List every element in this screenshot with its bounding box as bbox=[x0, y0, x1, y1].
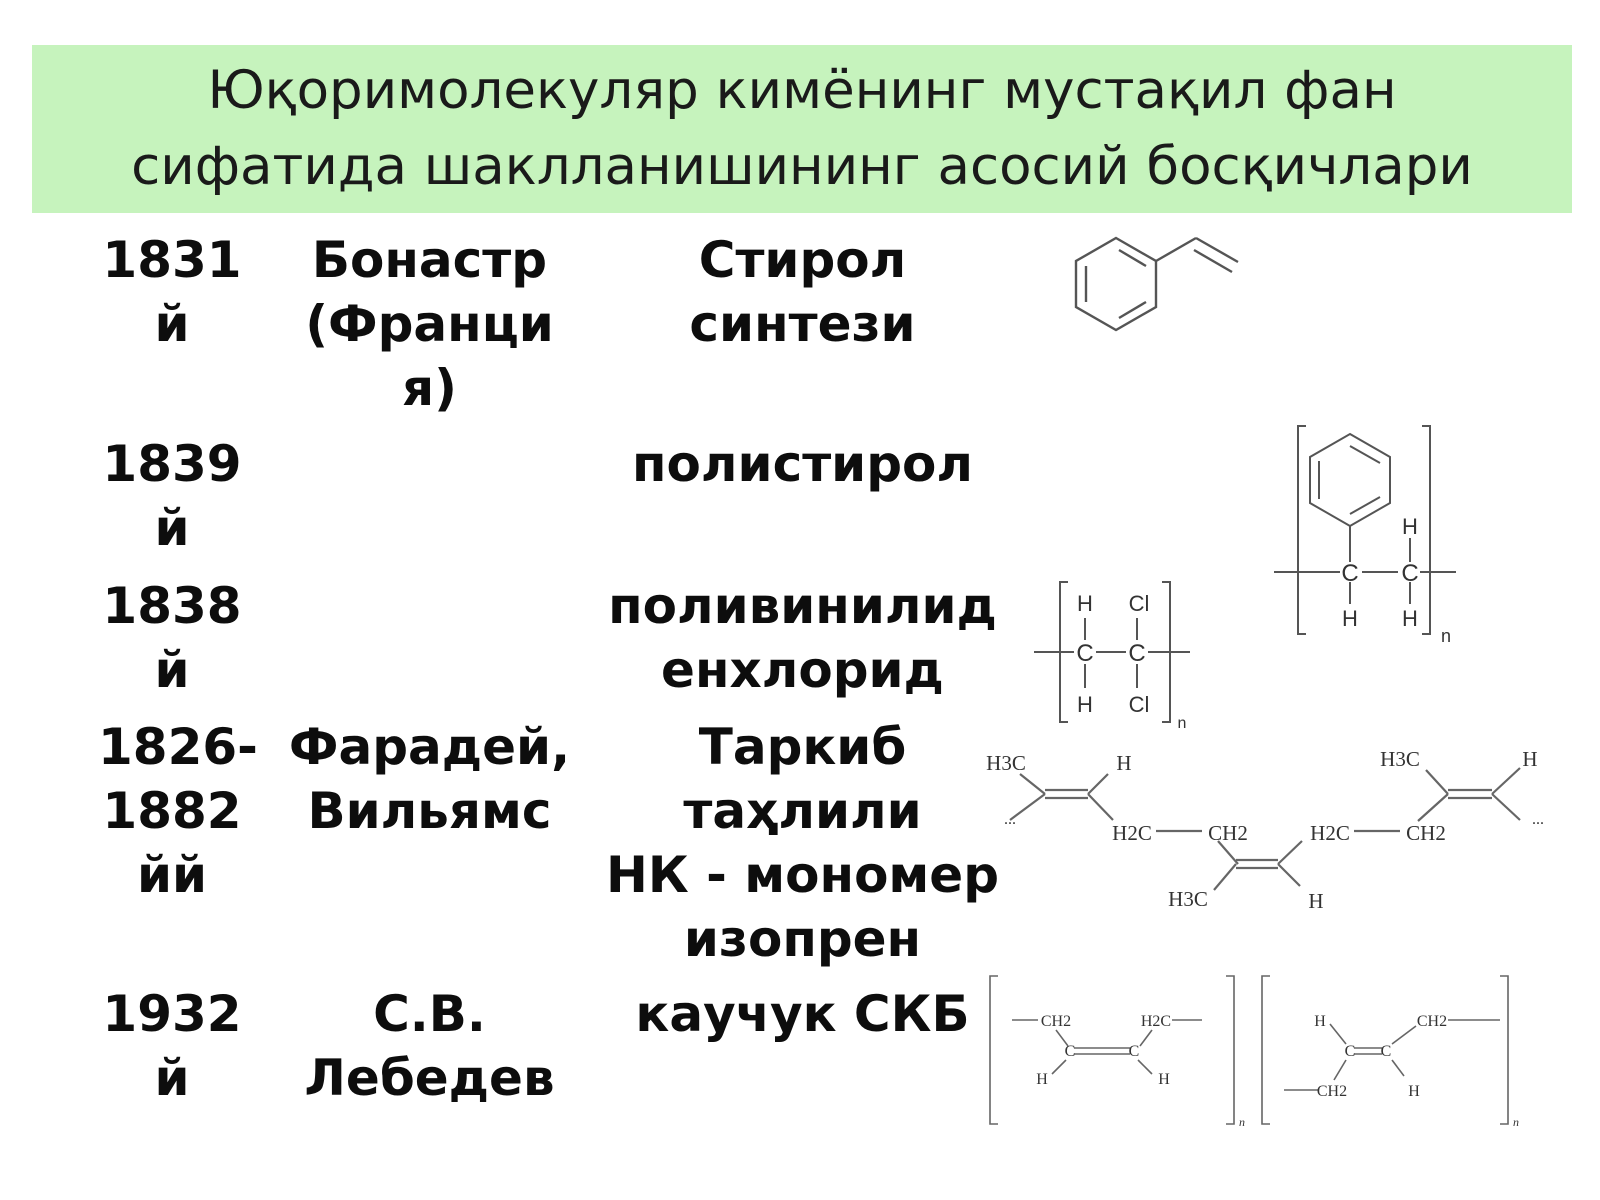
skb-n-2: n bbox=[1513, 1115, 1519, 1129]
chain-h3c-1: H3C bbox=[986, 751, 1026, 775]
pvdc-n: n bbox=[1178, 715, 1187, 732]
skb-h-1: H bbox=[1036, 1071, 1048, 1088]
row-5-person-line: С.В. bbox=[373, 985, 486, 1043]
title-line-1: Юқоримолекуляр кимёнинг мустақил фан bbox=[207, 60, 1397, 121]
polyisoprene-chain-structure: ... H3C H H2C CH2 H3C H H2C CH2 H3C H ..… bbox=[986, 747, 1544, 913]
row-1-year-line: й bbox=[154, 295, 190, 353]
row-1-person-line: Бонастр bbox=[311, 231, 548, 289]
row-4-year: 1826- 1882 йй bbox=[98, 715, 258, 907]
row-1-event-line: Стирол bbox=[698, 231, 907, 289]
chain-h3c-3: H3C bbox=[1380, 747, 1420, 771]
chain-ellipsis-left: ... bbox=[1004, 811, 1016, 828]
row-3-year-line: 1838 bbox=[102, 577, 242, 635]
pvdc-c1: C bbox=[1076, 640, 1093, 667]
row-4-person-line: Вильямс bbox=[307, 782, 552, 840]
skb-h-3: H bbox=[1314, 1013, 1326, 1030]
row-3-year-line: й bbox=[154, 641, 190, 699]
row-1-person-line: (Франци bbox=[305, 295, 554, 353]
skb-ch2-2: CH2 bbox=[1417, 1013, 1447, 1030]
row-1-year: 1831 й bbox=[98, 228, 246, 356]
pvdc-cl-top: Cl bbox=[1129, 591, 1150, 616]
row-4-event-line: изопрен bbox=[683, 910, 922, 968]
polystyrene-h-bottom-1: H bbox=[1342, 606, 1358, 631]
polystyrene-c1: C bbox=[1341, 560, 1358, 587]
skb-c-2: C bbox=[1129, 1043, 1140, 1060]
row-5-person-line: Лебедев bbox=[304, 1049, 555, 1107]
skb-n-1: n bbox=[1239, 1115, 1245, 1129]
row-2-year-line: 1839 bbox=[102, 435, 242, 493]
row-1-event-line: синтези bbox=[689, 295, 916, 353]
skb-h-4: H bbox=[1408, 1083, 1420, 1100]
chain-h-3: H bbox=[1522, 747, 1537, 771]
row-5-year-line: 1932 bbox=[102, 985, 242, 1043]
polystyrene-n: n bbox=[1441, 626, 1451, 646]
row-4-event-line: Таркиб bbox=[698, 718, 907, 776]
row-2-event-line: полистирол bbox=[632, 435, 973, 493]
skb-ch2-3: CH2 bbox=[1317, 1083, 1347, 1100]
skb-c-4: C bbox=[1381, 1043, 1392, 1060]
chain-h2c-2: H2C bbox=[1310, 821, 1350, 845]
row-3-event-line: поливинилид bbox=[608, 577, 997, 635]
title-line-2: сифатида шаклланишининг асосий босқичлар… bbox=[131, 136, 1473, 197]
styrene-structure bbox=[1074, 236, 1239, 332]
chain-h-1: H bbox=[1116, 751, 1131, 775]
row-4-person-line: Фарадей, bbox=[288, 718, 571, 776]
row-4-year-line: йй bbox=[136, 846, 208, 904]
row-3-year: 1838 й bbox=[98, 574, 246, 702]
pvdc-h-bottom: H bbox=[1077, 692, 1093, 717]
skb-ch2-1: CH2 bbox=[1041, 1013, 1071, 1030]
row-1-year-line: 1831 bbox=[102, 231, 242, 289]
row-3-event-line: енхлорид bbox=[661, 641, 944, 699]
row-4-event-line: НК - мономер bbox=[606, 846, 999, 904]
title-banner: Юқоримолекуляр кимёнинг мустақил фан сиф… bbox=[32, 45, 1572, 213]
row-1-person: Бонастр (Франци я) bbox=[272, 228, 587, 420]
chain-ellipsis-right: ... bbox=[1532, 811, 1544, 828]
row-4-year-line: 1826- bbox=[98, 718, 258, 776]
chain-ch2-2: CH2 bbox=[1406, 821, 1446, 845]
row-5-year: 1932 й bbox=[98, 982, 246, 1110]
skb-c-1: C bbox=[1065, 1043, 1076, 1060]
row-2-event: полистирол bbox=[600, 432, 1005, 496]
row-2-year-line: й bbox=[154, 499, 190, 557]
chain-h3c-2: H3C bbox=[1168, 887, 1208, 911]
row-5-year-line: й bbox=[154, 1049, 190, 1107]
polystyrene-h-top: H bbox=[1402, 514, 1418, 539]
row-4-event-line: таҳлили bbox=[683, 782, 922, 840]
row-3-event: поливинилид енхлорид bbox=[600, 574, 1005, 702]
row-5-person: С.В. Лебедев bbox=[272, 982, 587, 1110]
polystyrene-h-bottom-2: H bbox=[1402, 606, 1418, 631]
row-5-event: каучук СКБ bbox=[600, 982, 1005, 1046]
polyvinylidene-chloride-structure: H Cl C C H Cl n bbox=[1034, 581, 1190, 732]
row-1-event: Стирол синтези bbox=[600, 228, 1005, 356]
polystyrene-structure: C C H H H n bbox=[1274, 425, 1456, 646]
skb-h2c-1: H2C bbox=[1141, 1013, 1171, 1030]
row-4-year-line: 1882 bbox=[102, 782, 242, 840]
polystyrene-c2: C bbox=[1401, 560, 1418, 587]
skb-h-2: H bbox=[1158, 1071, 1170, 1088]
pvdc-h-top: H bbox=[1077, 591, 1093, 616]
chain-ch2-1: CH2 bbox=[1208, 821, 1248, 845]
pvdc-c2: C bbox=[1128, 640, 1145, 667]
row-2-year: 1839 й bbox=[98, 432, 246, 560]
pvdc-cl-bottom: Cl bbox=[1129, 692, 1150, 717]
row-4-person: Фарадей, Вильямс bbox=[272, 715, 587, 843]
row-4-event: Таркиб таҳлили НК - мономер изопрен bbox=[600, 715, 1005, 971]
chain-h-2: H bbox=[1308, 889, 1323, 913]
row-1-person-line: я) bbox=[402, 359, 457, 417]
skb-c-3: C bbox=[1345, 1043, 1356, 1060]
skb-rubber-structure: CH2 C C H2C H H n H C C CH2 CH2 H n bbox=[989, 975, 1519, 1129]
chain-h2c-1: H2C bbox=[1112, 821, 1152, 845]
row-5-event-line: каучук СКБ bbox=[635, 985, 970, 1043]
